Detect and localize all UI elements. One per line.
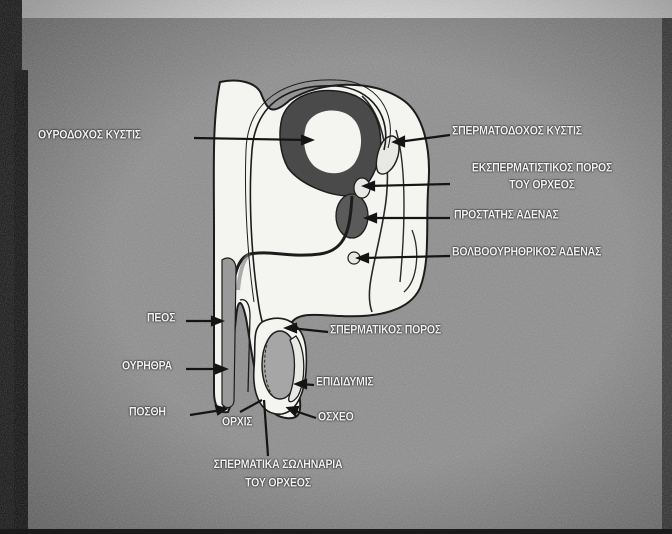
label-epididymis: ΕΠΙΔΙΔΥΜΙΣ	[316, 375, 374, 389]
label-vas-deferens: ΣΠΕΡΜΑΤΙΚΟΣ ΠΟΡΟΣ	[330, 323, 441, 337]
label-seminiferous-line1: ΣΠΕΡΜΑΤΙΚΑ ΣΩΛΗΝΑΡΙΑ	[198, 458, 358, 472]
label-foreskin: ΠΟΣΘΗ	[129, 405, 166, 419]
label-penis: ΠΕΟΣ	[147, 311, 175, 325]
label-scrotum: ΟΣΧΕΟ	[318, 410, 354, 424]
label-ejaculatory-duct-line2: ΤΟΥ ΟΡΧΕΟΣ	[452, 178, 632, 192]
label-urethra: ΟΥΡΗΘΡΑ	[122, 359, 172, 373]
label-prostate: ΠΡΟΣΤΑΤΗΣ ΑΔΕΝΑΣ	[454, 208, 559, 222]
bladder-lumen	[304, 111, 361, 174]
label-ejaculatory-duct-line1: ΕΚΣΠΕΡΜΑΤΙΣΤΙΚΟΣ ΠΟΡΟΣ	[452, 161, 632, 175]
label-bladder: ΟΥΡΟΔΟΧΟΣ ΚΥΣΤΙΣ	[38, 128, 141, 142]
label-testis: ΟΡΧΙΣ	[222, 415, 252, 429]
label-ejaculatory-duct: ΕΚΣΠΕΡΜΑΤΙΣΤΙΚΟΣ ΠΟΡΟΣ ΤΟΥ ΟΡΧΕΟΣ	[452, 161, 632, 192]
penis-shaft	[222, 258, 236, 407]
label-seminiferous: ΣΠΕΡΜΑΤΙΚΑ ΣΩΛΗΝΑΡΙΑ ΤΟΥ ΟΡΧΕΟΣ	[198, 458, 358, 490]
label-bulbourethral: ΒΟΛΒΟΟΥΡΗΘΡΙΚΟΣ ΑΔΕΝΑΣ	[452, 245, 601, 259]
label-seminal-vesicle: ΣΠΕΡΜΑΤΟΔΟΧΟΣ ΚΥΣΤΙΣ	[452, 124, 582, 138]
label-seminiferous-line2: ΤΟΥ ΟΡΧΕΟΣ	[198, 476, 358, 490]
